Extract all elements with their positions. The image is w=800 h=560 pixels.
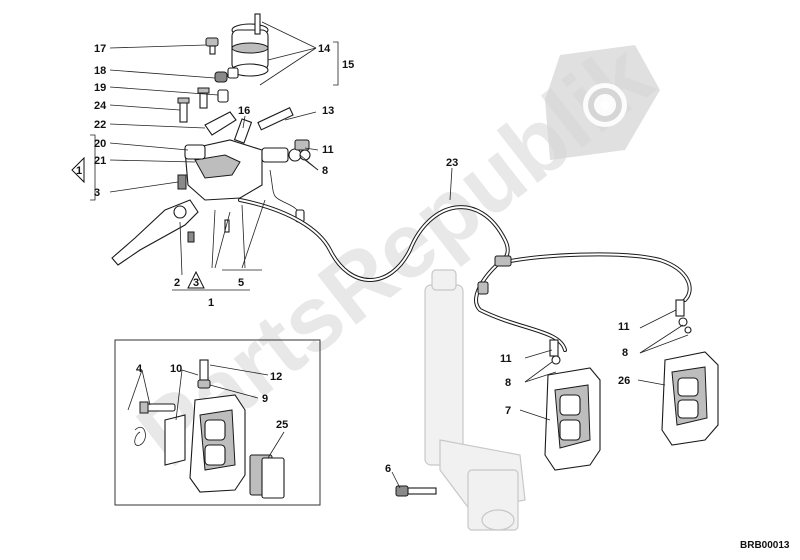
cap-screw-17 xyxy=(205,37,219,55)
callout-5: 5 xyxy=(238,277,244,289)
master-cylinder-body xyxy=(177,139,263,201)
brake-lever xyxy=(111,199,199,266)
callout-12: 12 xyxy=(270,371,282,383)
brake-fluid-reservoir xyxy=(227,13,269,79)
brake-hose-main xyxy=(238,198,510,282)
callout-14: 14 xyxy=(318,43,331,55)
callout-3: 3 xyxy=(94,187,100,199)
marker-triangle-1: 1 xyxy=(71,156,85,184)
callout-11a: 11 xyxy=(322,144,334,156)
callout-22: 22 xyxy=(94,119,106,131)
callout-3b: 3 xyxy=(193,277,199,289)
callout-11c: 11 xyxy=(618,321,630,333)
pipe-16 xyxy=(233,107,294,144)
grommet-18 xyxy=(214,71,228,83)
brake-caliper-left xyxy=(544,339,601,471)
callout-21: 21 xyxy=(94,155,106,167)
callout-23: 23 xyxy=(446,157,458,169)
caliper-inset-body xyxy=(189,394,246,493)
callout-labels: 17 18 19 24 22 20 21 3 14 15 16 13 11 8 … xyxy=(94,43,630,475)
callout-18: 18 xyxy=(94,65,106,77)
callout-10: 10 xyxy=(170,363,182,375)
spring-clip xyxy=(134,427,146,446)
callout-6: 6 xyxy=(385,463,391,475)
bleed-valve-10 xyxy=(197,359,211,389)
brake-pads xyxy=(249,454,285,499)
callout-25: 25 xyxy=(276,419,288,431)
callout-26: 26 xyxy=(618,375,630,387)
gear-icon xyxy=(545,45,660,160)
callout-8b: 8 xyxy=(505,377,511,389)
brake-hose-split xyxy=(474,252,692,352)
screw-24 xyxy=(177,97,190,123)
screw-top xyxy=(197,87,210,109)
pad-spring xyxy=(164,414,186,466)
callout-15: 15 xyxy=(342,59,354,71)
callout-7: 7 xyxy=(505,405,511,417)
callout-1a: 1 xyxy=(76,165,82,177)
callout-2: 2 xyxy=(174,277,180,289)
caliper-bolt-6 xyxy=(395,485,437,497)
callout-13: 13 xyxy=(322,105,334,117)
callout-19: 19 xyxy=(94,82,106,94)
callout-24: 24 xyxy=(94,100,107,112)
callout-1b: 1 xyxy=(208,297,214,309)
callout-9: 9 xyxy=(262,393,268,405)
marker-triangle-3: 3 xyxy=(187,270,205,289)
callout-17: 17 xyxy=(94,43,106,55)
callout-16: 16 xyxy=(238,105,250,117)
callout-4: 4 xyxy=(136,363,143,375)
brake-caliper-right xyxy=(661,299,719,446)
pin-4 xyxy=(139,401,176,414)
drawing-code: BRB00013 xyxy=(740,540,790,551)
caliper-detail-inset xyxy=(114,339,321,506)
callout-20: 20 xyxy=(94,138,106,150)
bracket-22 xyxy=(204,111,237,136)
screw-small xyxy=(224,219,230,233)
bushing-19 xyxy=(217,89,229,103)
callout-8a: 8 xyxy=(322,165,328,177)
front-fork xyxy=(424,269,526,531)
lever-pin xyxy=(187,231,195,243)
leader-lines xyxy=(90,21,689,489)
callout-8c: 8 xyxy=(622,347,628,359)
callout-11b: 11 xyxy=(500,353,512,365)
banjo-fitting xyxy=(261,139,311,163)
